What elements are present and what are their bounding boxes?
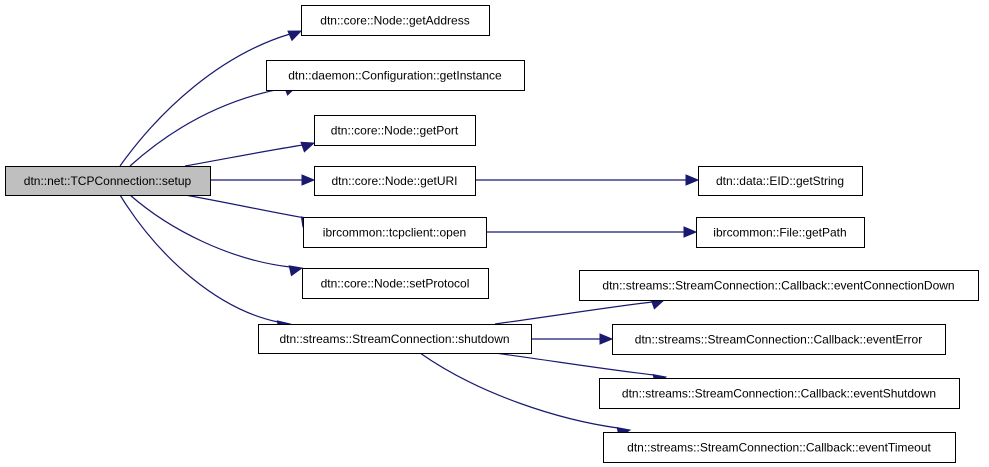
node-box[interactable] [258, 324, 532, 354]
node-label: dtn::streams::StreamConnection::shutdown [279, 332, 509, 346]
edge-line [119, 194, 279, 323]
node-eventShutdown[interactable]: dtn::streams::StreamConnection::Callback… [599, 378, 960, 409]
edge-line [494, 352, 655, 376]
edge-setup-to-getPort [184, 141, 316, 167]
node-eventError[interactable]: dtn::streams::StreamConnection::Callback… [612, 324, 946, 355]
node-label: dtn::core::Node::getURI [331, 174, 457, 188]
node-getPath[interactable]: ibrcommon::File::getPath [696, 217, 865, 248]
node-label: dtn::core::Node::setProtocol [321, 277, 470, 291]
edge-setup-to-getURI [210, 174, 316, 186]
arrowhead-icon [599, 333, 614, 345]
node-box[interactable] [599, 378, 960, 409]
edge-line [494, 301, 653, 325]
node-label: dtn::streams::StreamConnection::Callback… [622, 387, 936, 401]
edge-setup-to-setProtocol [129, 194, 304, 277]
edge-line [129, 194, 291, 268]
node-box[interactable] [579, 270, 979, 301]
node-label: dtn::streams::StreamConnection::Callback… [602, 279, 954, 293]
node-eventConnectionDown[interactable]: dtn::streams::StreamConnection::Callback… [579, 270, 979, 301]
node-label: dtn::net::TCPConnection::setup [24, 174, 192, 188]
node-box[interactable] [266, 60, 525, 91]
edge-shutdown-to-eventTimeout [419, 352, 632, 439]
node-getString[interactable]: dtn::data::EID::getString [698, 166, 863, 196]
node-setup[interactable]: dtn::net::TCPConnection::setup [5, 166, 211, 196]
node-box[interactable] [314, 166, 476, 196]
node-label: dtn::data::EID::getString [716, 174, 844, 188]
node-label: dtn::core::Node::getAddress [320, 14, 469, 28]
node-setProtocol[interactable]: dtn::core::Node::setProtocol [302, 268, 489, 299]
node-box[interactable] [303, 217, 487, 248]
node-box[interactable] [301, 5, 490, 36]
edge-line [129, 87, 286, 167]
node-box[interactable] [5, 166, 211, 196]
edge-line [419, 352, 619, 429]
node-getPort[interactable]: dtn::core::Node::getPort [314, 115, 476, 146]
edge-setup-to-getInstance [129, 85, 299, 167]
node-box[interactable] [603, 432, 956, 463]
node-box[interactable] [314, 115, 476, 146]
node-shutdown[interactable]: dtn::streams::StreamConnection::shutdown [258, 324, 532, 354]
edge-setup-to-open [184, 194, 316, 228]
arrowhead-icon [301, 174, 316, 186]
node-getAddress[interactable]: dtn::core::Node::getAddress [301, 5, 490, 36]
arrowhead-icon [300, 141, 316, 153]
node-label: ibrcommon::tcpclient::open [323, 226, 466, 240]
node-box[interactable] [698, 166, 863, 196]
arrowhead-icon [288, 265, 304, 277]
edge-line [119, 33, 291, 167]
arrowhead-icon [287, 30, 303, 42]
nodes-layer: dtn::net::TCPConnection::setupdtn::core:… [5, 5, 979, 463]
edge-setup-to-getAddress [119, 30, 303, 167]
node-label: dtn::streams::StreamConnection::Callback… [635, 333, 922, 347]
node-label: dtn::streams::StreamConnection::Callback… [627, 441, 931, 455]
arrowhead-icon [685, 174, 700, 186]
node-getURI[interactable]: dtn::core::Node::getURI [314, 166, 476, 196]
edge-shutdown-to-eventConnectionDown [494, 298, 666, 325]
edge-open-to-getPath [486, 226, 698, 238]
edge-getURI-to-getString [475, 174, 700, 186]
edge-shutdown-to-eventError [531, 333, 614, 345]
node-getInstance[interactable]: dtn::daemon::Configuration::getInstance [266, 60, 525, 91]
node-eventTimeout[interactable]: dtn::streams::StreamConnection::Callback… [603, 432, 956, 463]
node-box[interactable] [696, 217, 865, 248]
node-box[interactable] [302, 268, 489, 299]
node-open[interactable]: ibrcommon::tcpclient::open [303, 217, 487, 248]
edge-line [184, 144, 304, 167]
edge-line [184, 194, 306, 219]
node-box[interactable] [612, 324, 946, 355]
node-label: ibrcommon::File::getPath [713, 226, 846, 240]
node-label: dtn::core::Node::getPort [331, 124, 459, 138]
node-label: dtn::daemon::Configuration::getInstance [288, 69, 502, 83]
arrowhead-icon [683, 226, 698, 238]
